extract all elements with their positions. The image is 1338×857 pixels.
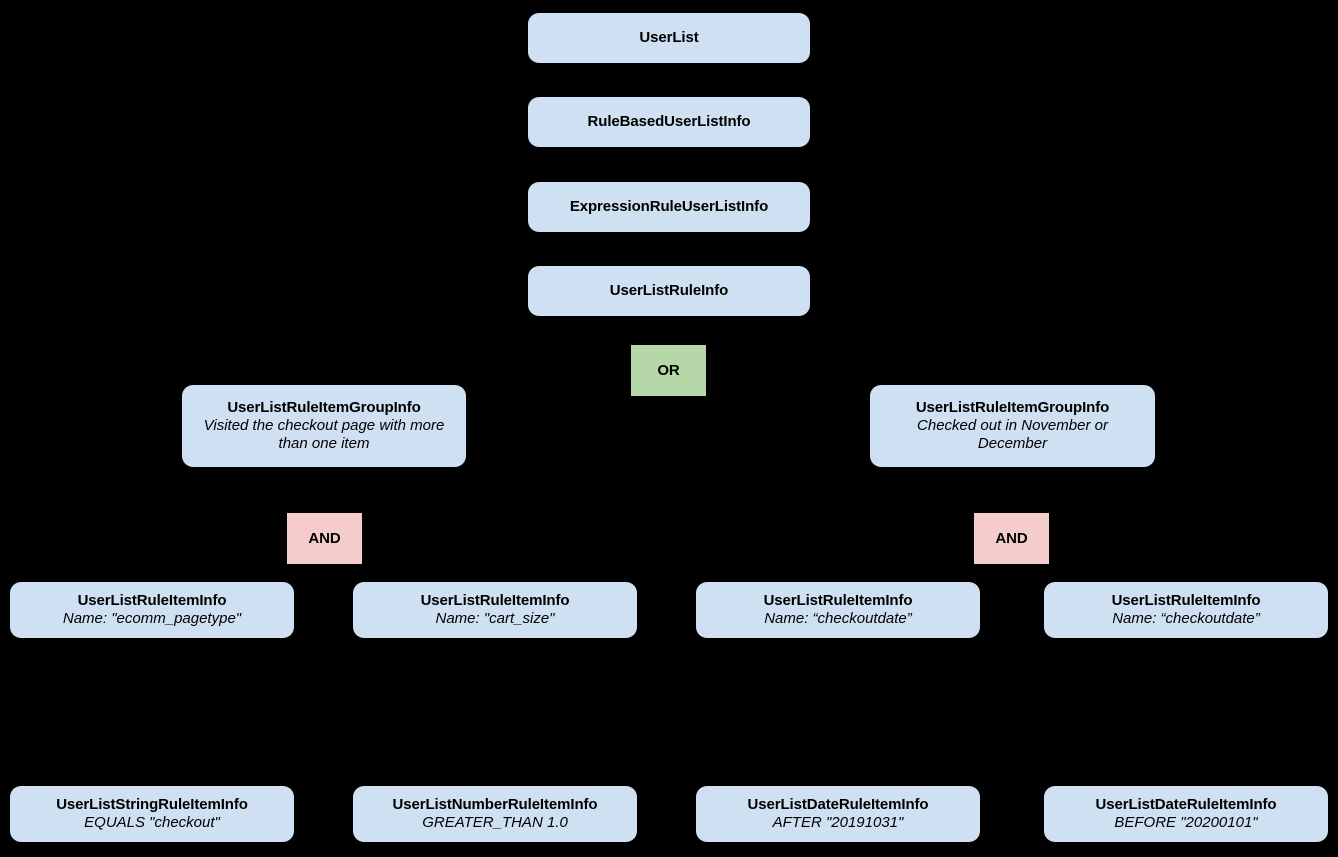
node-title: UserListRuleItemGroupInfo <box>915 399 1110 417</box>
node-title: OR <box>657 361 680 379</box>
node-title: AND <box>995 529 1028 547</box>
node-and-operator-right[interactable]: AND <box>974 513 1049 564</box>
node-subtitle: EQUALS "checkout" <box>84 814 220 831</box>
node-title: UserListStringRuleItemInfo <box>56 796 248 814</box>
node-subtitle: GREATER_THAN 1.0 <box>422 814 568 831</box>
node-title: UserListRuleItemInfo <box>1111 592 1261 610</box>
node-title: UserListNumberRuleItemInfo <box>392 796 598 814</box>
node-or-operator[interactable]: OR <box>631 345 706 396</box>
node-title: UserListRuleItemGroupInfo <box>227 399 421 417</box>
node-subtitle: Name: “checkoutdate” <box>1112 610 1260 627</box>
node-title: ExpressionRuleUserListInfo <box>569 198 769 216</box>
node-subtitle: Visited the checkout page with more than… <box>203 417 445 452</box>
node-user-list-rule-info[interactable]: UserListRuleInfo <box>528 266 810 316</box>
node-title: UserListRuleItemInfo <box>77 592 227 610</box>
node-subtitle: Name: “checkoutdate” <box>764 610 912 627</box>
node-title: RuleBasedUserListInfo <box>587 113 751 131</box>
node-user-list[interactable]: UserList <box>528 13 810 63</box>
node-subtitle: AFTER "20191031" <box>772 814 904 831</box>
edge-group-info-left-to-and-operator-left <box>323 466 326 506</box>
edge-group-info-right-to-and-operator-right <box>1010 467 1014 505</box>
edge-and-operator-left-to-rule-item-ecomm-pagetype <box>151 564 326 574</box>
node-title: UserListRuleItemInfo <box>420 592 570 610</box>
node-title: UserListRuleInfo <box>609 282 729 300</box>
node-subtitle: Name: "cart_size" <box>435 610 555 627</box>
edge-and-operator-left-to-rule-item-cart-size <box>323 564 496 574</box>
node-title: UserList <box>639 29 699 47</box>
node-title: UserListRuleItemInfo <box>763 592 913 610</box>
node-rule-based-user-list-info[interactable]: RuleBasedUserListInfo <box>528 97 810 147</box>
node-subtitle: Checked out in November or December <box>917 417 1108 452</box>
node-title: UserListDateRuleItemInfo <box>747 796 929 814</box>
node-title: UserListDateRuleItemInfo <box>1095 796 1277 814</box>
node-subtitle: Name: "ecomm_pagetype" <box>62 610 242 627</box>
edge-and-operator-right-to-rule-item-checkoutdate-before <box>1010 564 1187 574</box>
node-subtitle: BEFORE "20200101" <box>1114 814 1258 831</box>
node-expression-rule-user-list-info[interactable]: ExpressionRuleUserListInfo <box>528 182 810 232</box>
node-and-operator-left[interactable]: AND <box>287 513 362 564</box>
edge-user-list-rule-info-to-or-operator <box>667 315 670 338</box>
node-title: AND <box>308 529 341 547</box>
edge-and-operator-right-to-rule-item-checkoutdate-after <box>837 564 1013 574</box>
